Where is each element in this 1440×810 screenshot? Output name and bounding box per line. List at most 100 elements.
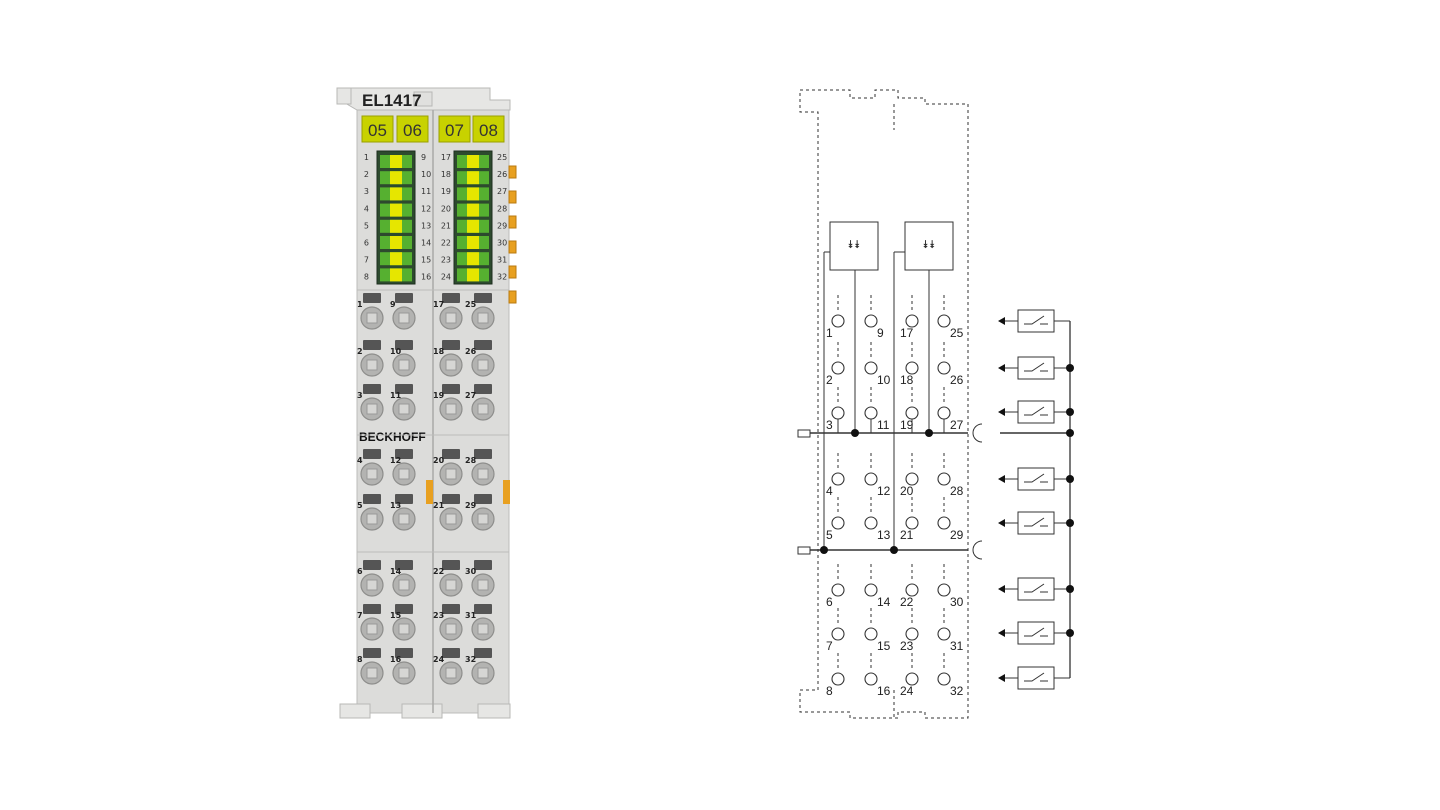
terminal-label: 16 — [877, 684, 891, 698]
switch-contact — [1024, 473, 1048, 483]
terminal-circle — [905, 583, 919, 597]
terminal-circle — [905, 472, 919, 486]
led-number: 19 — [441, 187, 451, 196]
junction-dot — [851, 429, 859, 437]
screw-head — [366, 359, 378, 371]
terminal-number: 10 — [390, 347, 402, 356]
terminal-number: 5 — [357, 501, 363, 510]
junction-dot — [820, 546, 828, 554]
terminal-circle — [905, 627, 919, 641]
led-number: 30 — [497, 239, 507, 248]
screw-head — [445, 468, 457, 480]
terminal-circle — [864, 672, 878, 686]
led-number: 23 — [441, 256, 451, 265]
screw-head — [366, 513, 378, 525]
release-slot — [474, 604, 492, 614]
terminal-label: 13 — [877, 528, 891, 542]
led-number: 32 — [497, 273, 507, 282]
led-yellow — [390, 252, 402, 266]
terminal-label: 11 — [877, 418, 890, 432]
terminal-label: 24 — [900, 684, 914, 698]
terminal-circle — [864, 516, 878, 530]
led-number: 29 — [497, 221, 507, 230]
led-number: 12 — [421, 204, 431, 213]
model-label: EL1417 — [362, 91, 422, 110]
switch-arrow — [998, 408, 1005, 416]
power-contact-right — [503, 480, 510, 504]
junction-dot — [925, 429, 933, 437]
release-slot — [395, 494, 413, 504]
led-yellow — [390, 203, 402, 217]
terminal-number: 25 — [465, 300, 477, 309]
led-yellow — [467, 187, 479, 201]
terminal-circle — [864, 472, 878, 486]
screw-head — [477, 468, 489, 480]
side-contact — [508, 165, 517, 179]
terminal-number: 26 — [465, 347, 477, 356]
terminal-circle — [831, 516, 845, 530]
led-number: 13 — [421, 221, 431, 230]
terminal-circle — [831, 406, 845, 420]
led-number: 6 — [364, 239, 369, 248]
screw-head — [477, 513, 489, 525]
release-slot — [363, 560, 381, 570]
led-number: 7 — [364, 256, 369, 265]
switch-contact — [1024, 517, 1048, 527]
switch-arrow — [998, 364, 1005, 372]
junction-dot — [1066, 429, 1074, 437]
screw-head — [366, 312, 378, 324]
switch-contact — [1024, 315, 1048, 325]
junction-dot — [1066, 519, 1074, 527]
terminal-label: 19 — [900, 418, 914, 432]
release-slot — [395, 560, 413, 570]
side-contact — [508, 290, 517, 304]
terminal-circle — [905, 516, 919, 530]
release-slot — [395, 293, 413, 303]
release-slot — [442, 648, 460, 658]
switch-arrow — [998, 674, 1005, 682]
release-slot — [395, 340, 413, 350]
release-slot — [395, 648, 413, 658]
screw-head — [445, 623, 457, 635]
screw-head — [477, 623, 489, 635]
release-slot — [442, 384, 460, 394]
group-label-box — [438, 115, 471, 143]
group-label: 08 — [479, 121, 498, 140]
switch-arrow — [998, 629, 1005, 637]
terminal-circle — [831, 361, 845, 375]
switch-contact — [1024, 672, 1048, 682]
terminal-number: 32 — [465, 655, 476, 664]
led-number: 1 — [364, 153, 369, 162]
release-slot — [395, 604, 413, 614]
terminal-label: 1 — [826, 326, 833, 340]
terminal-circle — [864, 314, 878, 328]
led-yellow — [390, 155, 402, 168]
led-yellow — [390, 171, 402, 185]
screw-head — [398, 359, 410, 371]
side-contact — [508, 215, 517, 229]
terminal-circle — [937, 627, 951, 641]
terminal-circle — [937, 516, 951, 530]
led-number: 27 — [497, 187, 507, 196]
led-yellow — [390, 219, 402, 233]
screw-head — [398, 468, 410, 480]
top-latch-left — [336, 87, 352, 105]
terminal-label: 17 — [900, 326, 914, 340]
terminal-circle — [905, 314, 919, 328]
release-slot — [363, 648, 381, 658]
group-label: 07 — [445, 121, 464, 140]
terminal-number: 13 — [390, 501, 401, 510]
switch-contact — [1024, 627, 1048, 637]
led-yellow — [467, 171, 479, 185]
screw-head — [398, 667, 410, 679]
junction-dot — [1066, 629, 1074, 637]
top-latch-mid — [413, 91, 433, 107]
release-slot — [363, 340, 381, 350]
terminal-label: 20 — [900, 484, 914, 498]
side-contact — [508, 240, 517, 254]
terminal-circle — [937, 672, 951, 686]
led-number: 21 — [441, 221, 451, 230]
led-number: 16 — [421, 273, 431, 282]
terminal-label: 25 — [950, 326, 964, 340]
